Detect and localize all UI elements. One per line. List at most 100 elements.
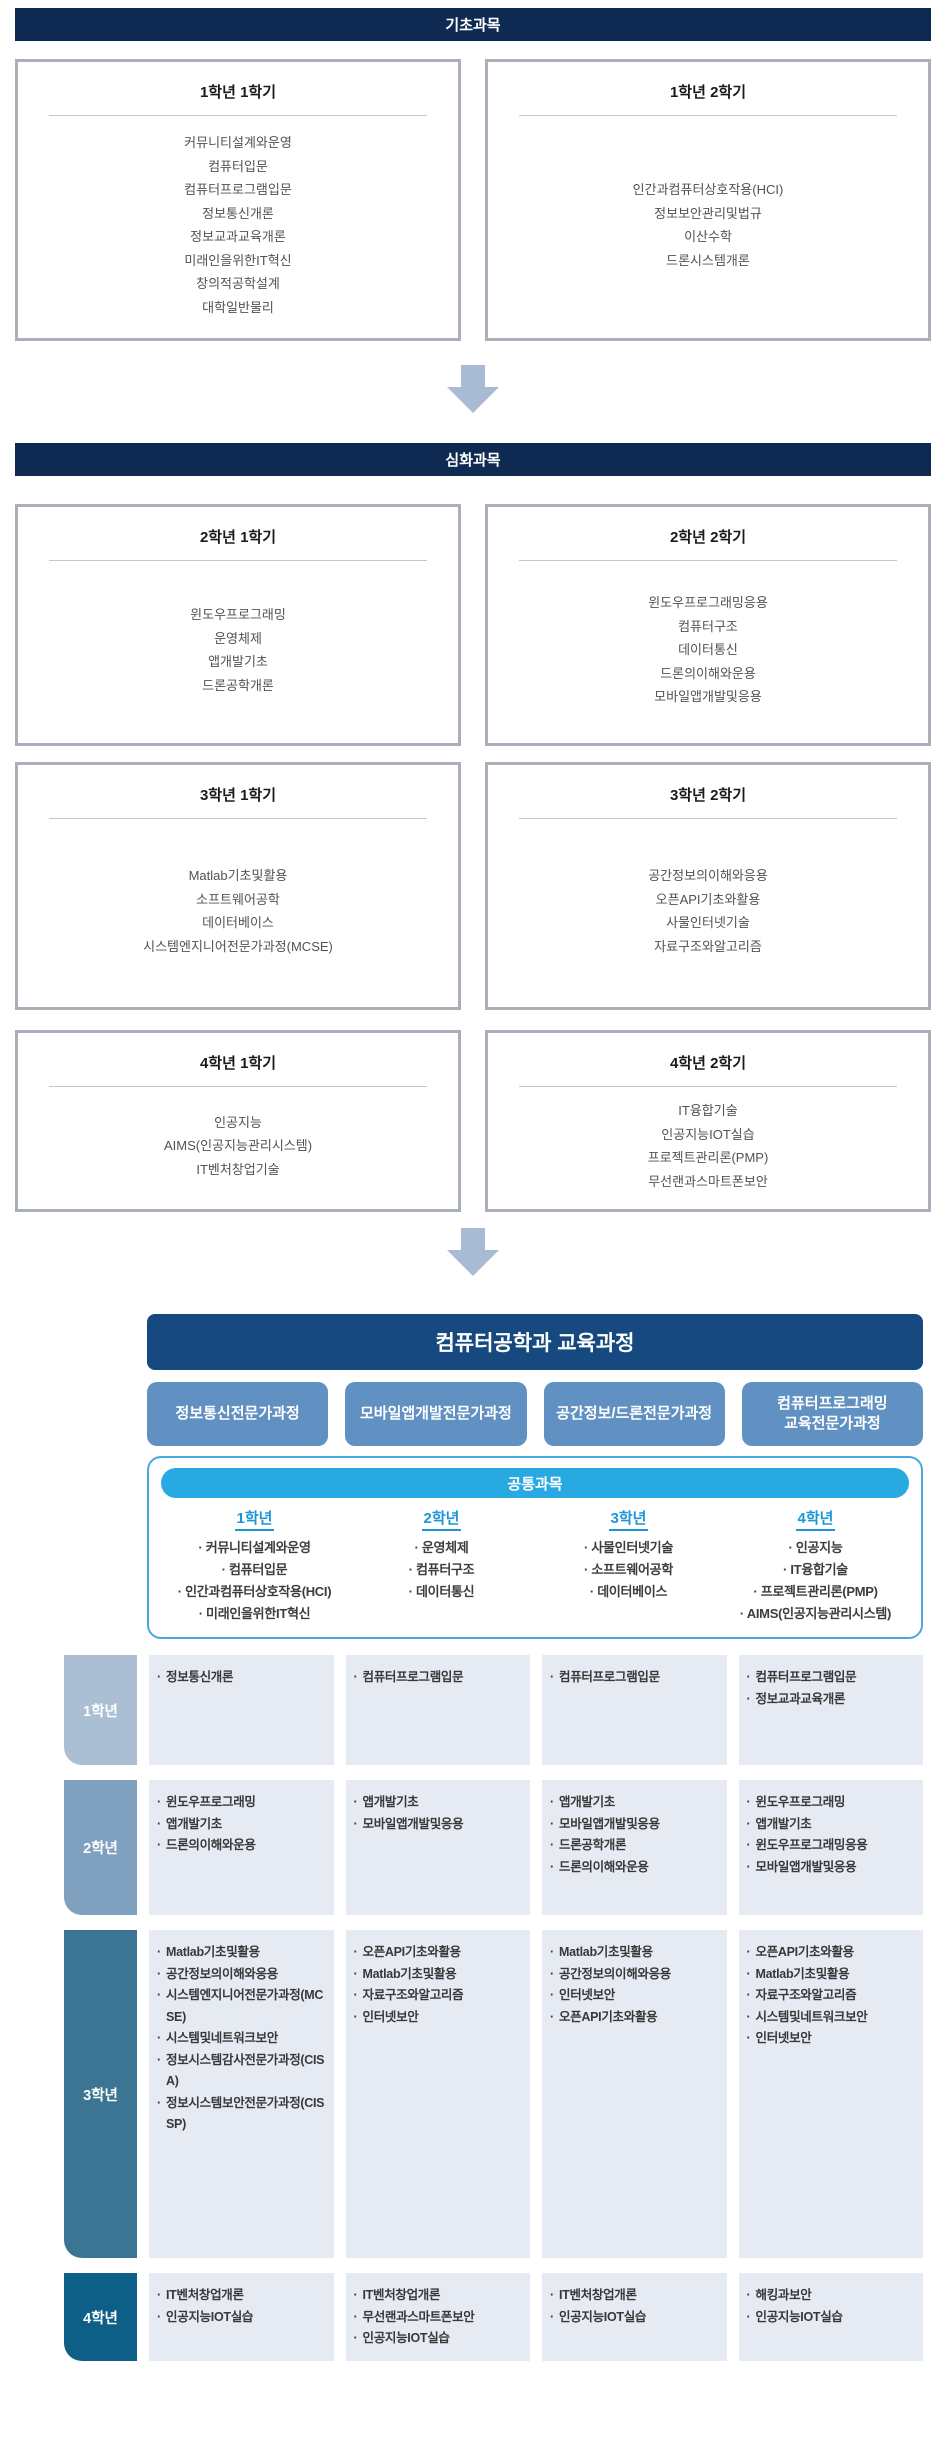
- arrow-head: [447, 387, 499, 413]
- year-header: 4학년: [795, 1507, 836, 1531]
- course-item: 드론공학개론: [548, 1835, 722, 1857]
- course-item: 모바일앱개발및응용: [548, 1814, 722, 1836]
- course-item: 소프트웨어공학: [535, 1559, 722, 1581]
- course-item: 인터넷보안: [352, 2007, 526, 2029]
- course-cell: Matlab기초및활용공간정보의이해와응용인터넷보안오픈API기초와활용: [542, 1930, 727, 2258]
- course-item: 컴퓨터입문: [161, 1559, 348, 1581]
- course-item: 인공지능IOT실습: [661, 1126, 755, 1142]
- grid-row: 3학년Matlab기초및활용공간정보의이해와응용시스템엔지니어전문가과정(MCS…: [64, 1930, 923, 2258]
- course-item: 운영체제: [348, 1537, 535, 1559]
- course-item: 앱개발기초: [208, 654, 268, 669]
- course-item: 이산수학: [684, 229, 732, 244]
- course-item: IT벤처창업개론: [352, 2285, 526, 2307]
- course-item: 데이터통신: [348, 1581, 535, 1603]
- divider: [48, 818, 428, 819]
- course-item: Matlab기초및활용: [188, 868, 288, 883]
- course-item: 드론의이해와운용: [155, 1835, 329, 1857]
- course-item: 컴퓨터입문: [208, 158, 268, 174]
- divider: [518, 115, 898, 116]
- course-item: 커뮤니티설계와운영: [161, 1537, 348, 1559]
- year-header-wrap: 4학년: [722, 1507, 909, 1531]
- course-item: 컴퓨터구조: [348, 1559, 535, 1581]
- course-item: 오픈API기초와활용: [745, 1942, 919, 1964]
- course-item: 자료구조와알고리즘: [654, 938, 762, 954]
- track-button-label: 교육전문가과정: [784, 1415, 881, 1432]
- course-cell: 컴퓨터프로그램입문: [345, 1655, 530, 1765]
- course-item: 정보통신개론: [155, 1667, 329, 1689]
- year-header-wrap: 1학년: [161, 1507, 348, 1531]
- course-item: 시스템및네트워크보안: [155, 2028, 329, 2050]
- course-item: 드론공학개론: [202, 677, 274, 693]
- year-header: 1학년: [234, 1507, 275, 1531]
- course-item: 시스템및네트워크보안: [745, 2007, 919, 2029]
- semester-title: 1학년 1학기: [199, 84, 277, 101]
- row-label: 1학년: [64, 1655, 137, 1765]
- divider: [48, 560, 428, 561]
- course-item: 미래인을위한IT혁신: [161, 1603, 348, 1625]
- course-item: 정보시스템감사전문가과정(CISA): [155, 2050, 329, 2093]
- course-item: 드론시스템개론: [666, 252, 750, 268]
- course-item: 인공지능IOT실습: [155, 2307, 329, 2329]
- course-cell: 앱개발기초모바일앱개발및응용드론공학개론드론의이해와운용: [542, 1780, 727, 1915]
- course-item: 데이터베이스: [535, 1581, 722, 1603]
- course-item: 인터넷보안: [745, 2028, 919, 2050]
- course-cell: IT벤처창업개론인공지능IOT실습: [149, 2273, 334, 2361]
- course-item: 공간정보의이해와응용: [548, 1964, 722, 1986]
- course-item: 해킹과보안: [745, 2285, 919, 2307]
- course-item: IT융합기술: [722, 1559, 909, 1581]
- course-item: 창의적공학설계: [196, 276, 280, 291]
- course-item: 무선랜과스마트폰보안: [352, 2307, 526, 2329]
- course-item: 운영체제: [214, 630, 262, 646]
- semester-title: 3학년 2학기: [669, 787, 747, 804]
- course-item: 공간정보의이해와응용: [648, 868, 768, 883]
- row-label: 2학년: [64, 1780, 137, 1915]
- course-cell: 앱개발기초모바일앱개발및응용: [345, 1780, 530, 1915]
- course-cell: 해킹과보안인공지능IOT실습: [738, 2273, 923, 2361]
- course-cell: 윈도우프로그래밍앱개발기초드론의이해와운용: [149, 1780, 334, 1915]
- divider: [48, 1086, 428, 1087]
- course-cell: 윈도우프로그래밍앱개발기초윈도우프로그래밍응용모바일앱개발및응용: [738, 1780, 923, 1915]
- course-item: 드론의이해와운용: [548, 1857, 722, 1879]
- divider: [518, 818, 898, 819]
- course-item: 인간과컴퓨터상호작용(HCI): [632, 182, 784, 197]
- course-item: 모바일앱개발및응용: [745, 1857, 919, 1879]
- course-item: 모바일앱개발및응용: [352, 1814, 526, 1836]
- course-item: Matlab기초및활용: [155, 1942, 329, 1964]
- track-button: 공간정보/드론전문가과정: [543, 1382, 725, 1446]
- course-item: IT벤처창업기술: [196, 1161, 280, 1177]
- course-item: 오픈API기초와활용: [655, 891, 761, 907]
- course-item: AIMS(인공지능관리시스템): [722, 1603, 909, 1625]
- course-item: Matlab기초및활용: [352, 1964, 526, 1986]
- course-cell: 오픈API기초와활용Matlab기초및활용자료구조와알고리즘인터넷보안: [345, 1930, 530, 2258]
- course-item: 미래인을위한IT혁신: [184, 252, 292, 268]
- semester-title: 2학년 1학기: [199, 529, 277, 546]
- course-item: 자료구조와알고리즘: [745, 1985, 919, 2007]
- course-item: 모바일앱개발및응용: [654, 689, 762, 705]
- course-item: 정보시스템보안전문가과정(CISSP): [155, 2093, 329, 2136]
- common-year-column: 3학년사물인터넷기술소프트웨어공학데이터베이스: [535, 1507, 722, 1625]
- year-header: 3학년: [608, 1507, 649, 1531]
- semester-title: 1학년 2학기: [669, 84, 747, 101]
- course-item: 오픈API기초와활용: [548, 2007, 722, 2029]
- year-header: 2학년: [421, 1507, 462, 1531]
- arrow-shaft: [461, 1228, 485, 1250]
